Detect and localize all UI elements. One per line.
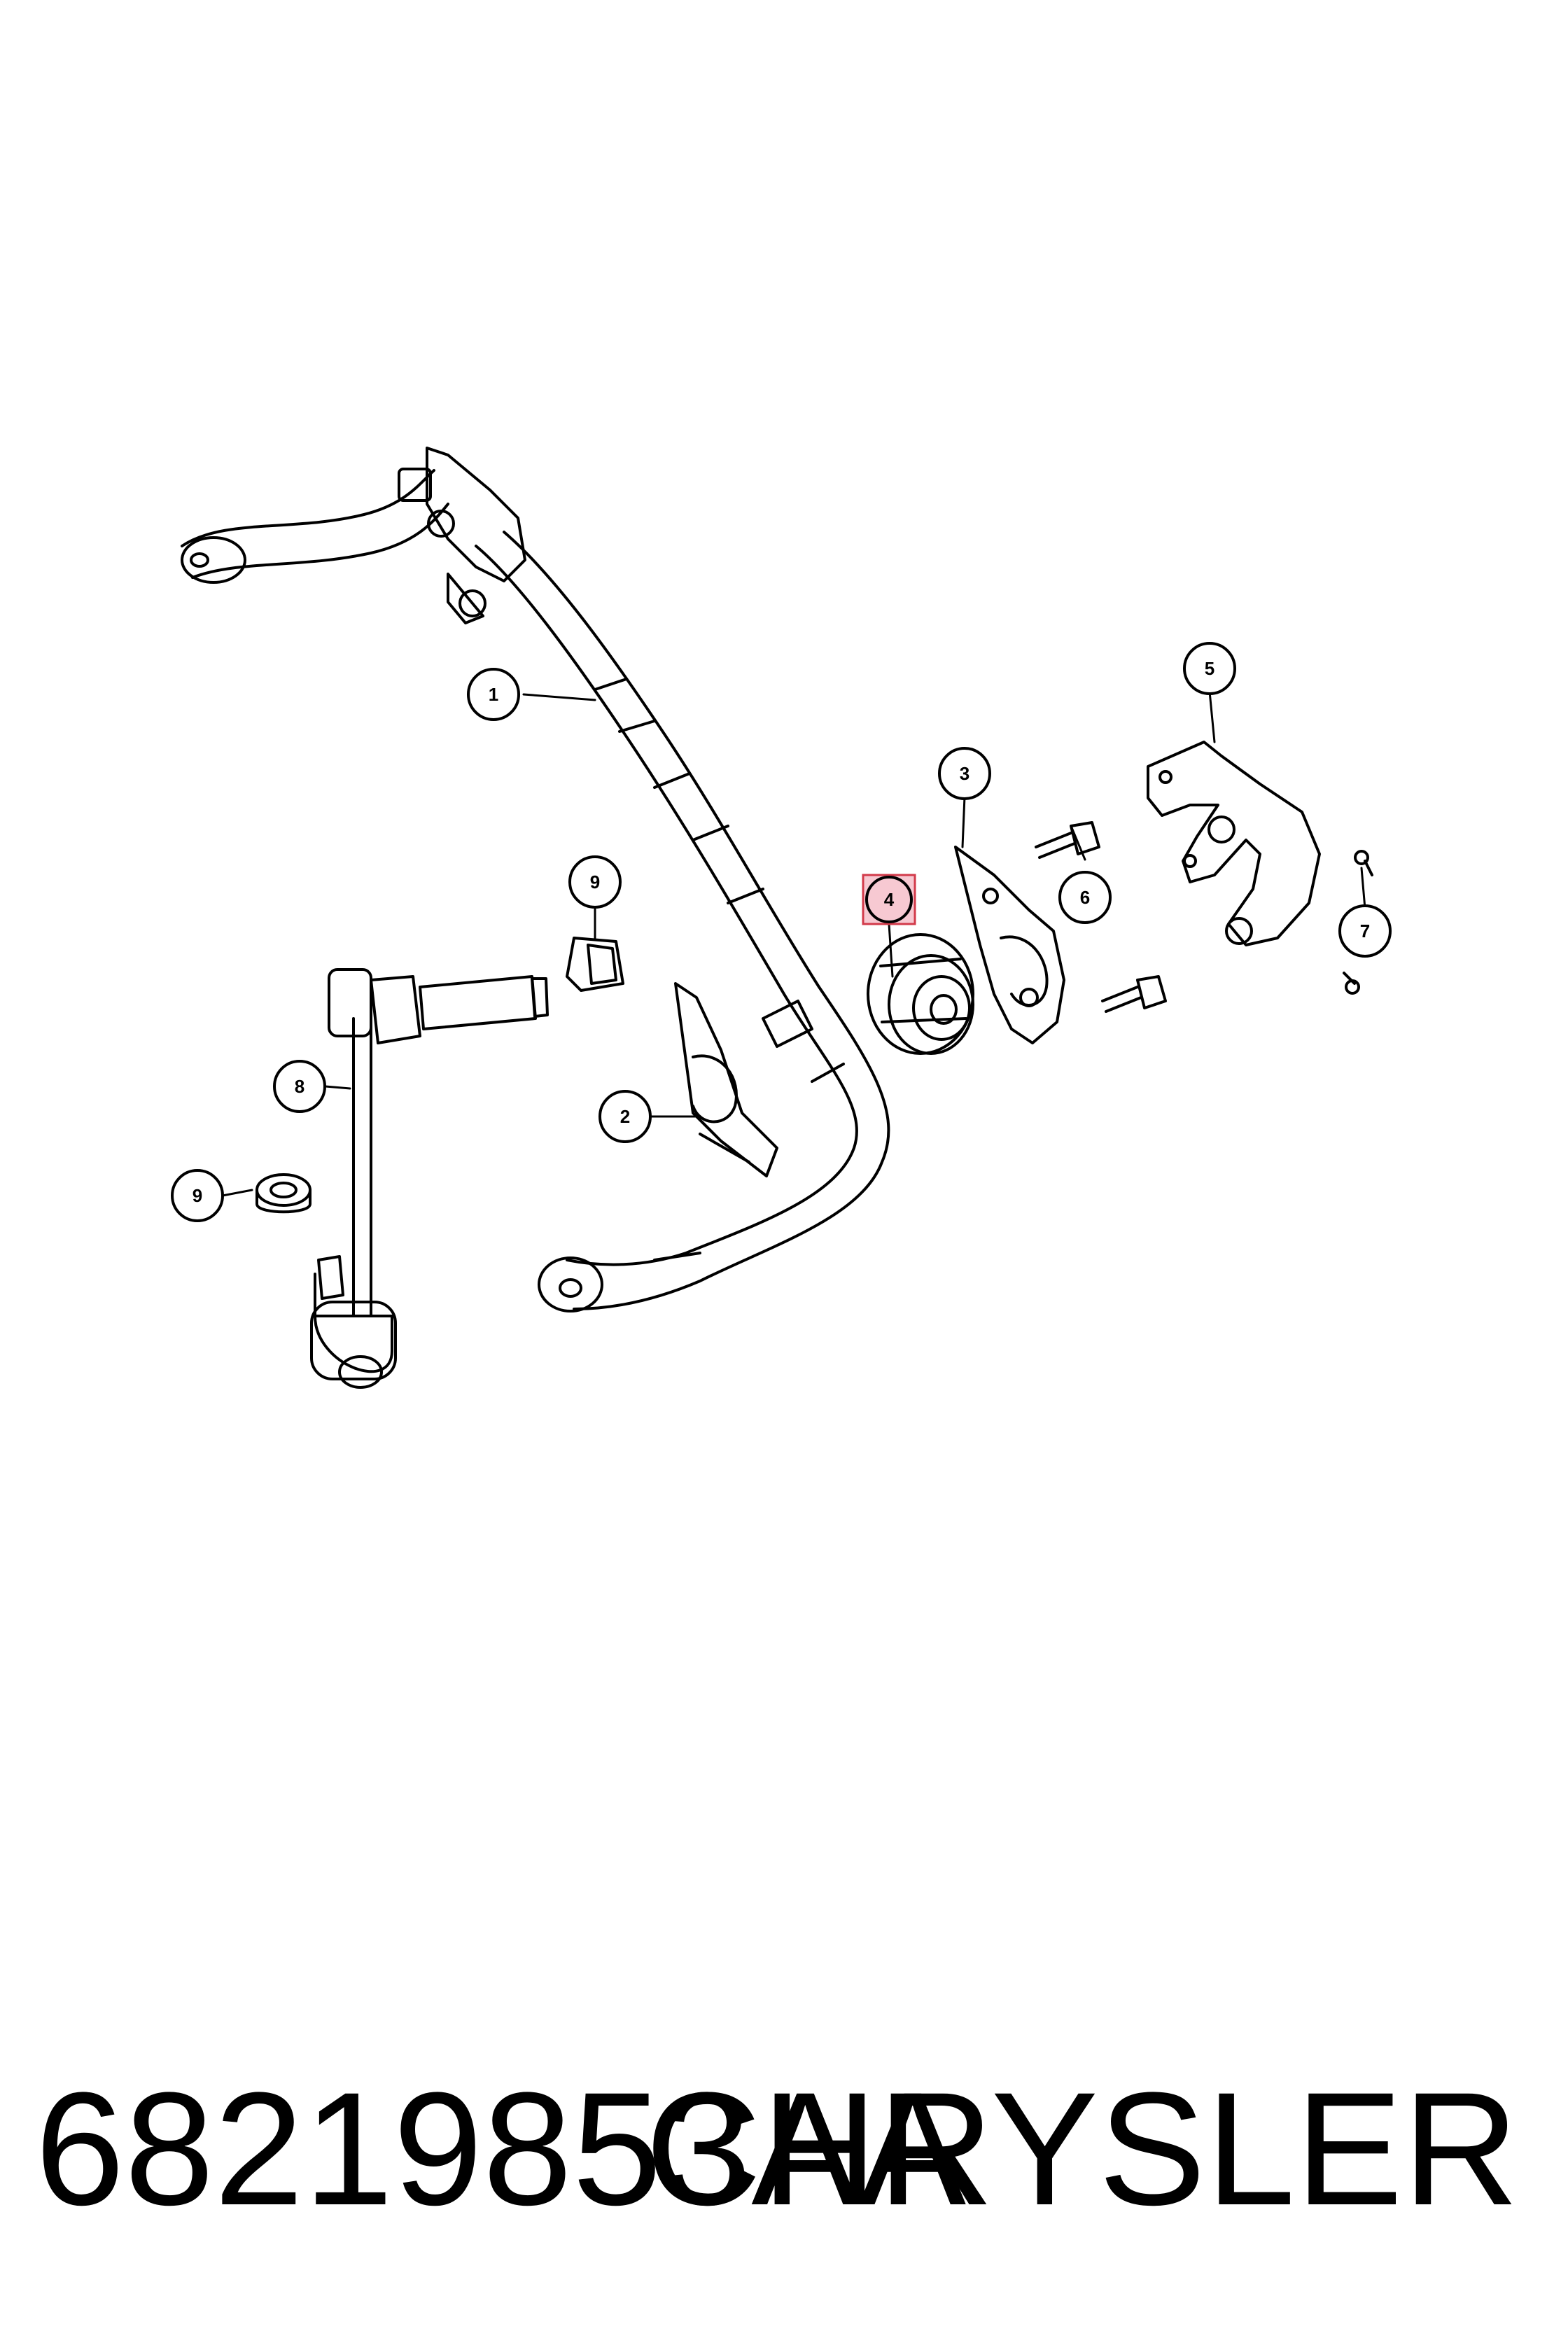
- callout-1[interactable]: 1: [467, 668, 520, 721]
- callout-5[interactable]: 5: [1183, 642, 1236, 695]
- callout-8[interactable]: 8: [273, 1060, 326, 1113]
- bolt-part-6-lower: [1101, 975, 1167, 1013]
- stabilizer-bar: [181, 447, 890, 1312]
- svg-text:7: 7: [1360, 920, 1370, 941]
- part-number: 68219853AA: [35, 2059, 967, 2239]
- callouts: 1 2 3 4 5 6 7 8: [171, 642, 1392, 1222]
- callout-9-lower[interactable]: 9: [171, 1169, 224, 1222]
- bracket-part-2: [674, 982, 778, 1177]
- clamp-part-3: [954, 846, 1065, 1044]
- svg-text:2: 2: [620, 1106, 630, 1127]
- callout-7[interactable]: 7: [1338, 904, 1392, 958]
- svg-text:8: 8: [295, 1076, 304, 1097]
- svg-text:3: 3: [960, 763, 969, 784]
- svg-text:4: 4: [884, 889, 895, 910]
- svg-text:9: 9: [192, 1185, 202, 1206]
- svg-text:1: 1: [489, 684, 498, 705]
- callout-4[interactable]: 4: [862, 874, 916, 925]
- footer: 68219853AA CHRYSLER: [0, 2044, 1568, 2254]
- callout-2[interactable]: 2: [598, 1090, 652, 1143]
- brand-name: CHRYSLER: [645, 2059, 1519, 2239]
- bushing-part-4: [867, 933, 974, 1055]
- callout-3[interactable]: 3: [938, 747, 991, 800]
- bracket-part-5: [1147, 741, 1321, 946]
- svg-text:5: 5: [1205, 658, 1214, 679]
- svg-text:9: 9: [590, 872, 600, 892]
- callout-6[interactable]: 6: [1058, 871, 1112, 924]
- bolt-part-6-upper: [1035, 821, 1100, 859]
- callout-9-upper[interactable]: 9: [568, 855, 622, 909]
- nut-part-9-upper: [566, 937, 624, 992]
- svg-text:6: 6: [1080, 887, 1090, 908]
- link-part-8: [310, 968, 549, 1389]
- nut-part-9-lower: [255, 1173, 312, 1214]
- screw-part-7: [1343, 850, 1373, 995]
